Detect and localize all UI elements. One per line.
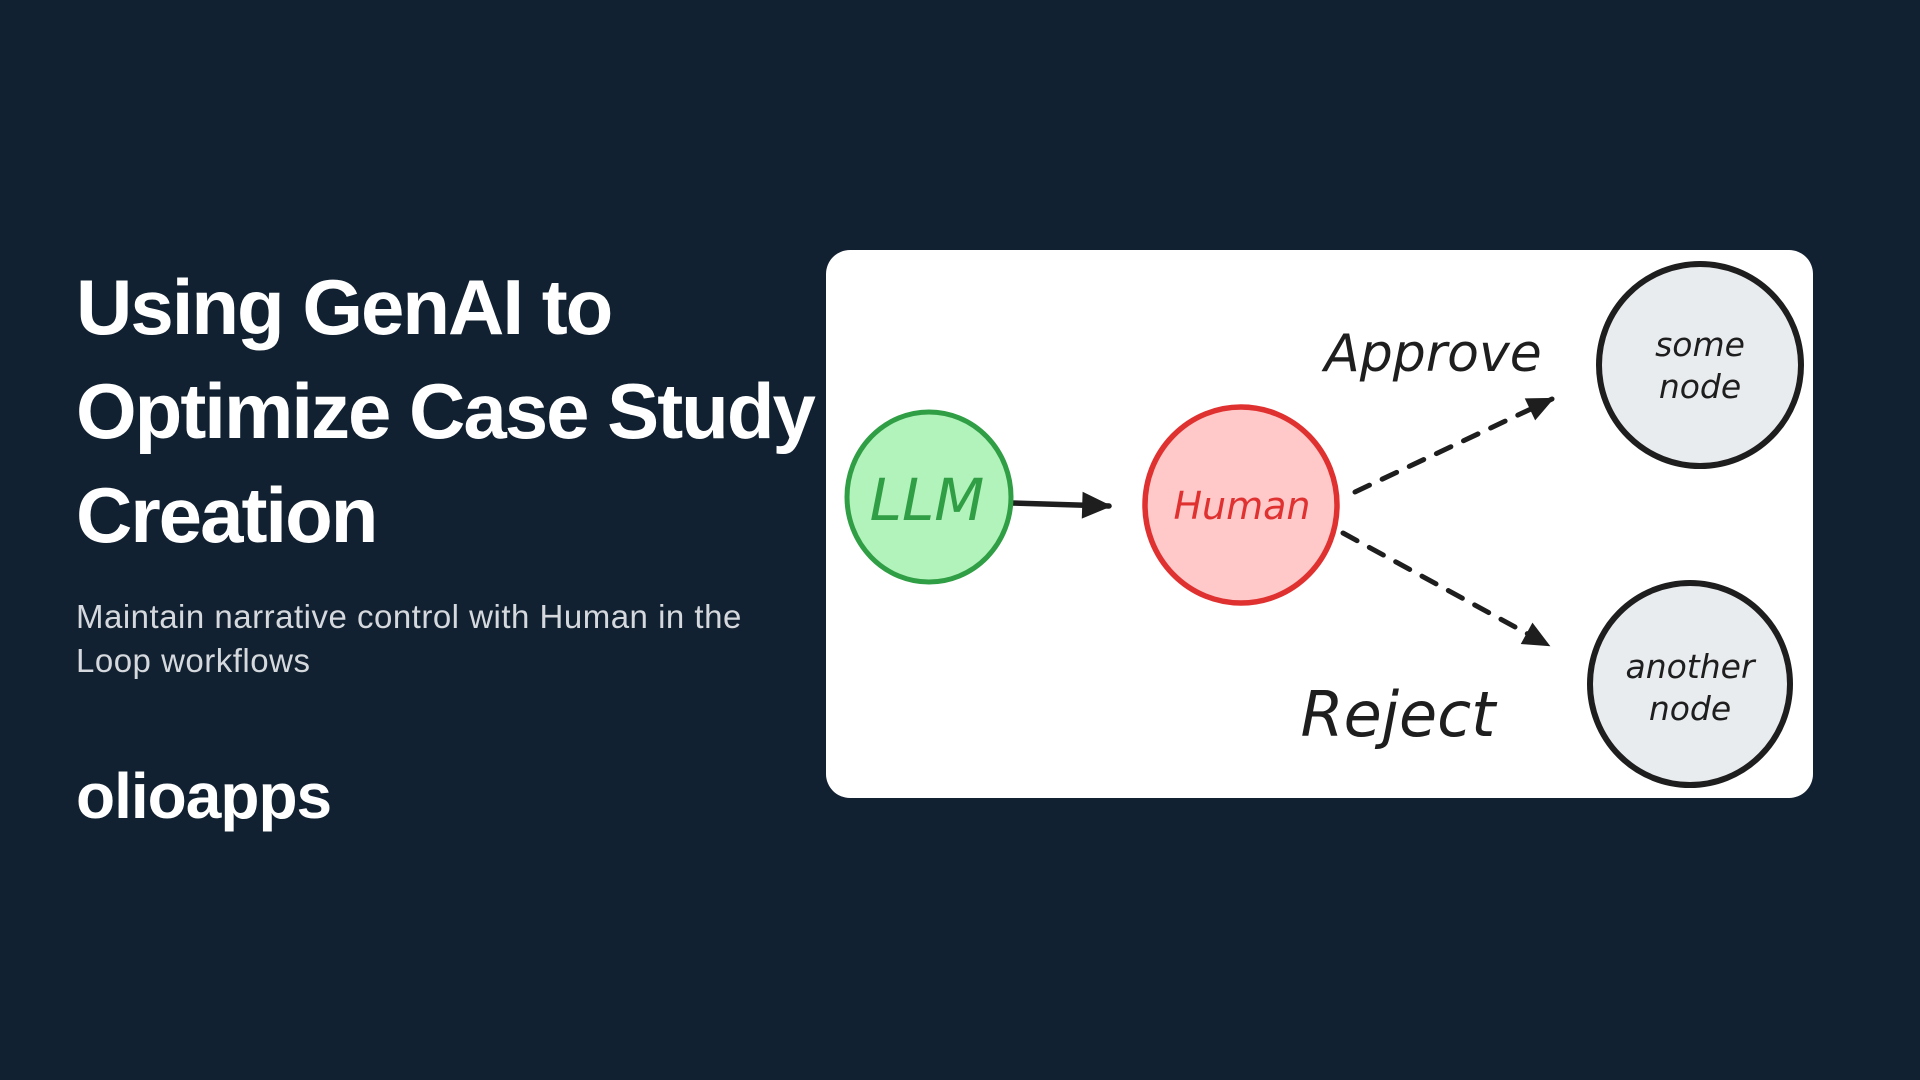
another-node-label-line2: node [1649,689,1731,728]
another-node-label-line1: another [1625,647,1756,686]
some-node [1596,261,1804,469]
title-line-2: Optimize Case Study [76,367,816,455]
approve-edge-label: Approve [1321,324,1542,384]
human-node-label: Human [1173,484,1310,528]
page-title: Using GenAI to Optimize Case Study Creat… [76,255,816,567]
some-node-label-line2: node [1659,367,1741,406]
human-node [1142,404,1340,606]
logo-olioapps: olioapps [76,760,332,832]
llm-node-label: LLM [870,466,985,534]
title-line-1: Using GenAI to [76,263,613,351]
subtitle-line-1: Maintain narrative control with Human in… [76,598,742,635]
diagram-card: LLM Human some node another node Approve… [826,250,1813,798]
llm-node [844,409,1014,585]
arrow-approve-dashed [1352,396,1555,495]
subtitle: Maintain narrative control with Human in… [76,595,742,683]
some-node-label-line1: some [1655,325,1745,364]
reject-edge-label: Reject [1301,678,1499,751]
arrow-llm-to-human [1008,491,1112,519]
title-line-3: Creation [76,471,378,559]
subtitle-line-2: Loop workflows [76,642,311,679]
hitl-flow-diagram: LLM Human some node another node Approve… [844,261,1804,788]
arrow-reject-dashed [1340,530,1551,648]
another-node [1587,580,1793,788]
